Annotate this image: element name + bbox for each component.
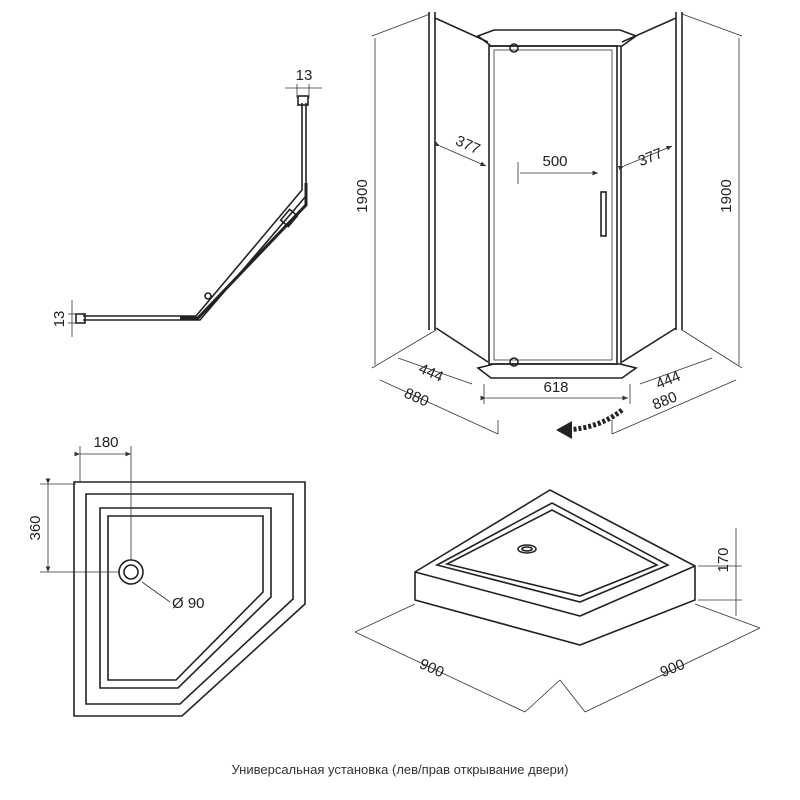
- tray-3d-view: 170 900 900: [354, 489, 761, 713]
- base-left-dim: 444: [416, 360, 446, 386]
- door-width-dim: 500: [542, 153, 567, 170]
- door-opening-arrow-icon: [556, 408, 624, 439]
- tray-plan-view: 180 360 Ø 90: [27, 434, 306, 717]
- drain-offset-x-dim: 180: [93, 434, 118, 451]
- front-dim: 618: [543, 379, 568, 396]
- tray-width-left-dim: 900: [417, 656, 447, 682]
- profile-left-dim: 13: [51, 311, 68, 328]
- depth-right-dim: 880: [650, 388, 680, 413]
- profile-top-dim: 13: [296, 67, 313, 84]
- height-left-dim: 1900: [354, 179, 371, 212]
- installation-caption: Универсальная установка (лев/прав открыв…: [231, 762, 569, 777]
- profile-section-view: 13 13: [51, 67, 322, 337]
- base-right-dim: 444: [653, 368, 683, 393]
- drain-offset-y-dim: 360: [27, 515, 44, 540]
- tray-width-right-dim: 900: [658, 656, 688, 681]
- side-panel-left-dim: 377: [453, 132, 483, 158]
- drain-diameter-dim: Ø 90: [172, 595, 205, 612]
- side-panel-right-dim: 377: [636, 145, 666, 170]
- shower-enclosure-view: 1900 1900 377 500 377 444 618 444 880 88…: [354, 12, 743, 439]
- depth-left-dim: 880: [401, 385, 431, 411]
- height-right-dim: 1900: [718, 179, 735, 212]
- tray-height-dim: 170: [715, 547, 732, 572]
